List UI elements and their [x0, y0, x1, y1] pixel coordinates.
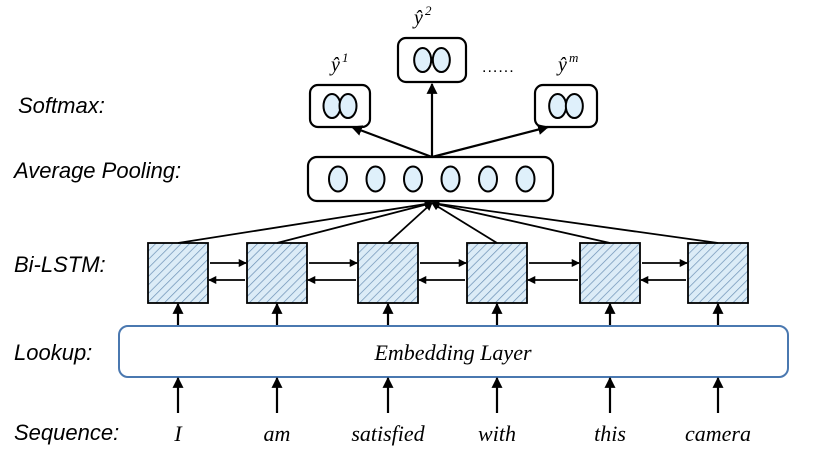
lstm-to-pooling-arrow [431, 200, 611, 244]
softmax-neuron [564, 93, 584, 119]
pooling-neuron [440, 165, 461, 193]
softmax-neuron [413, 47, 433, 73]
embedding-layer-box [118, 325, 789, 378]
output-label-2: ŷ [412, 7, 423, 29]
sequence-word-3: satisfied [351, 421, 425, 446]
bilstm-row-label: Bi-LSTM: [14, 252, 106, 277]
softmax-neuron [548, 93, 568, 119]
output-label-1: ŷ [329, 54, 340, 76]
sequence-word-5: this [594, 421, 626, 446]
lstm-to-pooling-arrow [387, 202, 433, 244]
output-label-superscript-2: 2 [425, 3, 432, 18]
sequence-word-4: with [478, 421, 516, 446]
lstm-to-pooling-arrow [431, 202, 498, 244]
lstm-to-pooling-arrow [177, 200, 433, 244]
lstm-to-pooling-arrow [431, 199, 719, 244]
pooling-to-softmax-arrows [350, 82, 550, 159]
output-label-superscript-3: m [569, 50, 578, 65]
lstm-cell-6 [687, 242, 749, 304]
sequence-word-1: I [173, 421, 183, 446]
softmax-output-box-2 [396, 36, 468, 84]
sequence-row-label: Sequence: [14, 420, 119, 445]
pooling-to-softmax-arrow [350, 125, 433, 159]
softmax-neuron [431, 47, 451, 73]
lstm-cell-5 [579, 242, 641, 304]
embedding-layer-label: Embedding Layer [373, 340, 531, 365]
pooling-neuron [515, 165, 536, 193]
lstm-cell-2 [246, 242, 308, 304]
lstm-cell-1 [147, 242, 209, 304]
embedding-layer: Embedding Layer [118, 325, 789, 378]
softmax-neuron [322, 93, 342, 119]
pooling-neuron [478, 165, 498, 193]
pooling-neuron [328, 165, 348, 193]
sequence-word-6: camera [685, 421, 751, 446]
lstm-cell-4 [466, 242, 528, 304]
outputs-ellipsis: ...... [482, 59, 515, 76]
average-pooling-row-label: Average Pooling: [12, 158, 181, 183]
bilstm-layer [147, 199, 749, 326]
lstm-cell-3 [357, 242, 419, 304]
pooling-to-softmax-arrow [431, 124, 550, 159]
output-label-superscript-1: 1 [342, 50, 349, 65]
pooling-neurons [328, 165, 536, 193]
average-pooling-layer [306, 155, 555, 203]
pooling-neuron [365, 165, 386, 193]
lstm-to-pooling-arrow [276, 200, 433, 244]
softmax-output-box-3 [533, 83, 599, 129]
softmax-neuron [338, 93, 358, 119]
output-label-3: ŷ [556, 54, 567, 76]
softmax-layer [308, 36, 599, 129]
sequence-word-2: am [264, 421, 291, 446]
softmax-output-box-1 [308, 83, 372, 129]
softmax-row-label: Softmax: [18, 93, 105, 118]
pooling-neuron [403, 165, 423, 193]
lookup-row-label: Lookup: [14, 340, 92, 365]
